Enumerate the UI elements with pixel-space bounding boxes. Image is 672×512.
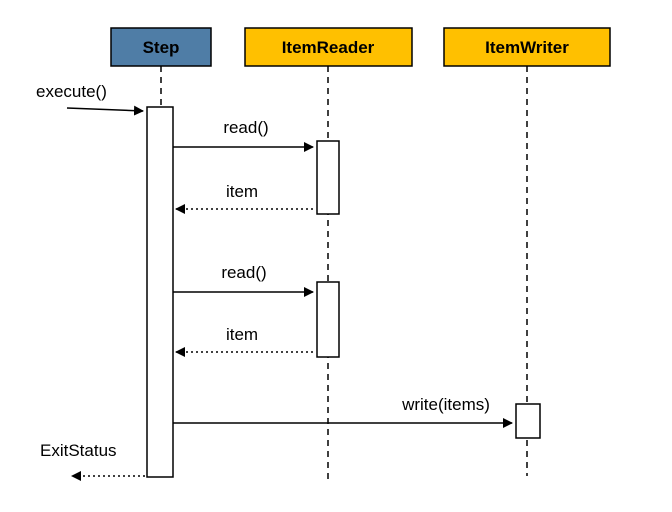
execute-arrow <box>66 105 144 116</box>
participant-item-writer: ItemWriter <box>443 27 611 67</box>
execute-label: execute() <box>36 82 107 101</box>
participant-item-reader-label: ItemReader <box>282 38 375 57</box>
item-label-2: item <box>226 325 258 344</box>
read-label-2: read() <box>221 263 266 282</box>
exit-status-label: ExitStatus <box>40 441 117 460</box>
step-activation <box>146 106 174 478</box>
participant-item-writer-label: ItemWriter <box>485 38 569 57</box>
participant-step: Step <box>110 27 212 67</box>
writer-activation <box>515 403 541 439</box>
item-label-1: item <box>226 182 258 201</box>
reader-activation-2 <box>316 281 340 358</box>
reader-activation-1 <box>316 140 340 215</box>
read-label-1: read() <box>223 118 268 137</box>
participant-step-label: Step <box>143 38 180 57</box>
participant-item-reader: ItemReader <box>244 27 413 67</box>
write-label: write(items) <box>401 395 490 414</box>
